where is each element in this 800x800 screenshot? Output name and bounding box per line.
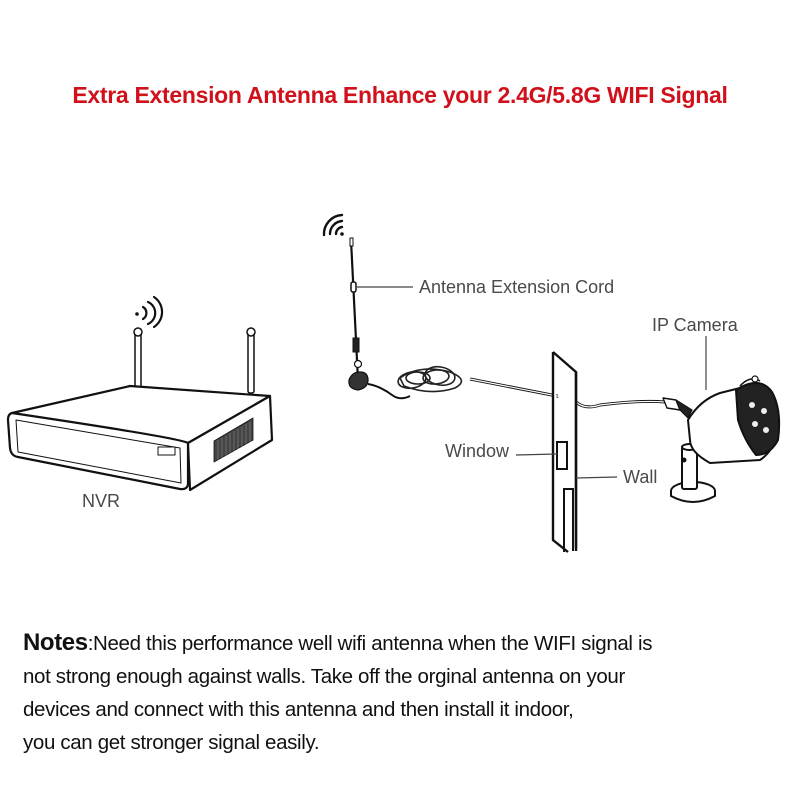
notes-heading: Notes: [23, 629, 88, 656]
label-wall: Wall: [623, 467, 658, 487]
wall: [551, 351, 578, 553]
label-window: Window: [445, 441, 510, 461]
installation-diagram: [6, 213, 781, 553]
notes-line-4: you can get stronger signal easily.: [23, 731, 320, 754]
page-title: Extra Extension Antenna Enhance your 2.4…: [72, 82, 728, 108]
label-antenna-extension-cord: Antenna Extension Cord: [419, 277, 615, 297]
notes-line-2: not strong enough against walls. Take of…: [23, 665, 625, 688]
nvr-device: [6, 327, 274, 492]
notes-line-1: Notes:Need this performance well wifi an…: [23, 626, 793, 660]
label-nvr: NVR: [82, 491, 121, 511]
ip-camera: [662, 375, 781, 503]
label-ip-camera: IP Camera: [652, 315, 738, 335]
wifi-signal-icon: [135, 295, 164, 329]
extension-antenna: [348, 237, 666, 409]
leader-lines: [357, 286, 707, 479]
notes-line-3: devices and connect with this antenna an…: [23, 698, 574, 721]
wifi-signal-icon: [322, 213, 344, 237]
notes-text: :Need this performance well wifi antenna…: [87, 632, 653, 655]
notes-section: Notes:Need this performance well wifi an…: [23, 626, 793, 759]
